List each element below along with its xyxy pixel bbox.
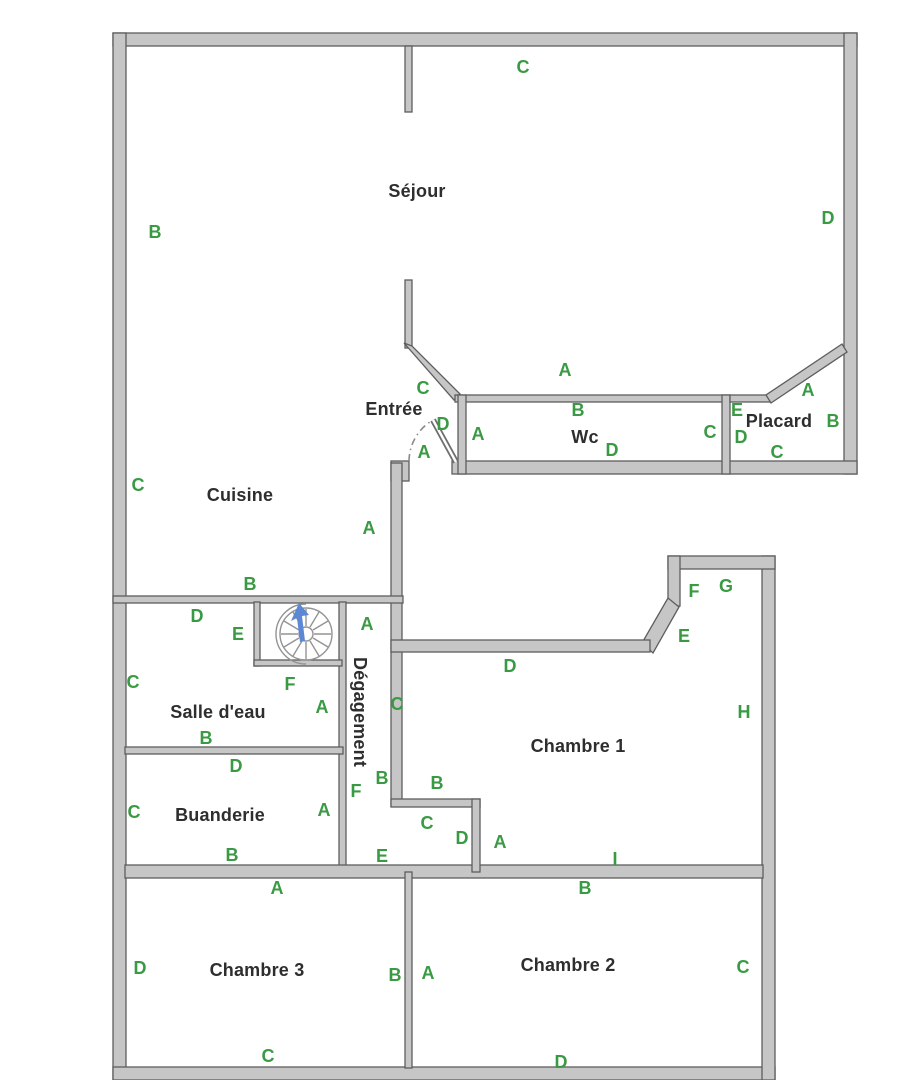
wall-diagonal-placard [765, 343, 848, 404]
wall-label: H [737, 702, 751, 722]
wall-wc-west [457, 394, 467, 475]
wall-label: D [133, 958, 147, 978]
room-label-cuisine: Cuisine [206, 485, 274, 505]
wall-label: D [605, 440, 619, 460]
room-label-salle-deau: Salle d'eau [170, 702, 266, 722]
room-label-chambre2: Chambre 2 [520, 955, 616, 975]
wall-label: A [558, 360, 572, 380]
room-label-placard: Placard [745, 411, 813, 431]
room-label-degagement: Dégagement [350, 656, 370, 768]
wall-exterior-right-upper [843, 32, 858, 475]
wall-exterior-left [112, 32, 127, 1080]
wall-chambre23-divider [404, 871, 413, 1069]
wall-label: C [770, 442, 784, 462]
wall-label: G [718, 576, 734, 596]
wall-label: D [821, 208, 835, 228]
spiral-staircase-icon [275, 603, 333, 665]
wall-label: F [350, 781, 362, 801]
wall-label: B [225, 845, 239, 865]
wall-label: D [436, 414, 450, 434]
wall-step-vertical [471, 798, 481, 873]
wall-label: B [199, 728, 213, 748]
wall-label: D [455, 828, 469, 848]
wall-sejour-stub-upper [404, 45, 413, 113]
wall-upper-block-south [451, 460, 858, 475]
wall-label: B [148, 222, 162, 242]
stairs-direction-arrow [291, 603, 309, 642]
wall-label: E [730, 400, 744, 420]
wall-label: A [421, 963, 435, 983]
wall-label: A [493, 832, 507, 852]
wall-label: C [516, 57, 530, 77]
wall-label: A [270, 878, 284, 898]
wall-label: D [554, 1052, 568, 1072]
wall-mid-band [124, 864, 764, 879]
wall-label: B [243, 574, 257, 594]
wall-label: A [362, 518, 376, 538]
wall-exterior-top [112, 32, 858, 47]
wall-label: C [390, 694, 404, 714]
wall-label: E [375, 846, 389, 866]
wall-corridor-west [338, 601, 347, 873]
door-swing-arc [408, 419, 434, 462]
wall-label: A [315, 697, 329, 717]
wall-label: D [734, 427, 748, 447]
wall-exterior-bottom [112, 1066, 776, 1080]
wall-label: D [190, 606, 204, 626]
wall-label: A [801, 380, 815, 400]
wall-notch-top [667, 555, 776, 570]
wall-hall-west [390, 462, 403, 807]
wall-label: B [375, 768, 389, 788]
wall-label: E [677, 626, 691, 646]
wall-label: A [360, 614, 374, 634]
wall-label: F [688, 581, 700, 601]
wall-stairs-west [253, 601, 261, 667]
wall-label: C [127, 802, 141, 822]
wall-wc-north [454, 394, 731, 403]
room-label-chambre1: Chambre 1 [530, 736, 626, 756]
door-leaf-core [431, 419, 458, 463]
wall-notch-left [667, 555, 681, 607]
wall-label: A [417, 442, 431, 462]
room-label-chambre3: Chambre 3 [209, 960, 305, 980]
wall-label: F [284, 674, 296, 694]
wall-label: C [736, 957, 750, 977]
wall-label: C [416, 378, 430, 398]
wall-label: D [503, 656, 517, 676]
room-label-sejour: Séjour [388, 181, 446, 201]
wall-label: B [571, 400, 585, 420]
wall-step-horizontal [390, 798, 481, 808]
room-label-wc: Wc [571, 427, 599, 447]
wall-label: C [261, 1046, 275, 1066]
room-label-entree: Entrée [365, 399, 423, 419]
wall-diagonal-entree [403, 342, 461, 401]
wall-label: C [703, 422, 717, 442]
wall-label: B [578, 878, 592, 898]
wall-label: C [420, 813, 434, 833]
wall-exterior-right-lower [761, 555, 776, 1080]
room-label-buanderie: Buanderie [175, 805, 265, 825]
wall-label: C [131, 475, 145, 495]
wall-wc-east [721, 394, 731, 475]
wall-chambre1-north [390, 639, 651, 653]
wall-label: E [231, 624, 245, 644]
wall-salledeau-south [124, 746, 344, 755]
wall-label: A [471, 424, 485, 444]
wall-label: I [612, 849, 618, 869]
wall-label: B [430, 773, 444, 793]
wall-label: B [826, 411, 840, 431]
wall-sejour-stub-lower [404, 279, 413, 349]
wall-label: C [126, 672, 140, 692]
wall-label: A [317, 800, 331, 820]
wall-label: D [229, 756, 243, 776]
wall-label: B [388, 965, 402, 985]
